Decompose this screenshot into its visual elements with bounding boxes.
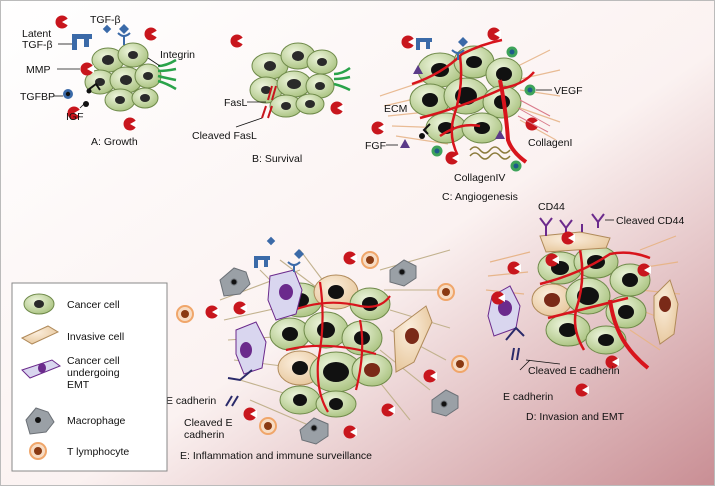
label-ecm: ECM xyxy=(384,103,407,115)
label-fgf: FGF xyxy=(365,140,386,152)
label-cleaved-fasl: Cleaved FasL xyxy=(192,130,257,142)
legend-label-macrophage: Macrophage xyxy=(67,415,126,427)
t-lymphocyte-icon xyxy=(176,251,469,435)
legend-emt-cell: Cancer cell undergoing EMT xyxy=(21,355,120,391)
legend-t-lymphocyte: T lymphocyte xyxy=(29,442,129,460)
panel-e-inflammation: E cadherin Cleaved E cadherin E: Inflamm… xyxy=(166,236,469,462)
vegf-icon xyxy=(431,46,536,172)
tgf-beta-receptor-icon xyxy=(117,24,131,45)
panel-c-cell-cluster xyxy=(409,45,523,144)
invasive-cell xyxy=(393,305,433,373)
label-cleaved-e-cadherin-d: Cleaved E cadherin xyxy=(528,365,620,377)
latent-tgf-beta-icon xyxy=(72,34,92,50)
label-integrin: Integrin xyxy=(160,49,195,61)
tgfbp-igf-icon xyxy=(63,82,101,107)
label-cd44: CD44 xyxy=(538,201,565,213)
panel-d-title: D: Invasion and EMT xyxy=(526,411,625,423)
tgf-beta-receptor-icon xyxy=(254,236,304,272)
macrophage-icon xyxy=(219,259,459,445)
integrin-icon xyxy=(333,66,351,92)
cd44-icon xyxy=(539,213,605,236)
legend-label-cancer-cell: Cancer cell xyxy=(67,299,120,311)
label-cadherin: cadherin xyxy=(184,429,224,441)
blood-vessels xyxy=(411,38,535,164)
label-mmp: MMP xyxy=(26,64,51,76)
e-cadherin-icon xyxy=(505,326,525,361)
label-e-cadherin-d: E cadherin xyxy=(503,391,553,403)
legend: Cancer cell Invasive cell Cancer cell un… xyxy=(11,282,168,472)
e-cadherin-icon xyxy=(225,369,253,407)
label-latent-tgf-beta: TGF-β xyxy=(22,39,53,51)
panel-e-title: E: Inflammation and immune surveillance xyxy=(180,450,372,462)
label-e-cadherin-e: E cadherin xyxy=(166,395,216,407)
label-collagen-i: CollagenI xyxy=(528,137,572,149)
legend-label-emt-1: Cancer cell xyxy=(67,355,120,367)
label-latent: Latent xyxy=(22,28,51,40)
collagen-i-fibers xyxy=(517,99,551,133)
legend-macrophage: Macrophage xyxy=(25,407,126,435)
legend-label-invasive-cell: Invasive cell xyxy=(67,331,124,343)
fgf-receptor-icon xyxy=(419,123,431,139)
legend-label-t-lymphocyte: T lymphocyte xyxy=(67,446,129,458)
panel-a-title: A: Growth xyxy=(91,136,138,148)
panel-b-survival: FasL Cleaved FasL B: Survival xyxy=(192,34,351,165)
label-cleaved-cd44: Cleaved CD44 xyxy=(616,215,684,227)
legend-label-emt-2: undergoing xyxy=(67,367,120,379)
blood-vessels xyxy=(539,249,651,370)
legend-cancer-cell: Cancer cell xyxy=(23,293,120,315)
panel-a-cell-cluster xyxy=(84,42,162,112)
blood-vessels xyxy=(279,281,391,413)
panel-c-title: C: Angiogenesis xyxy=(442,191,518,203)
panel-a-growth: Latent TGF-β TGF-β Integrin MMP TGFBP IG… xyxy=(20,14,195,148)
label-fasl: FasL xyxy=(224,97,248,109)
fasl-icon xyxy=(261,85,277,119)
legend-label-emt-3: EMT xyxy=(67,379,90,391)
label-vegf: VEGF xyxy=(554,85,583,97)
tgf-beta-receptor-icon xyxy=(416,37,468,60)
fgf-icon xyxy=(400,65,505,148)
invasive-cell xyxy=(539,231,679,345)
label-tgf-beta: TGF-β xyxy=(90,14,121,26)
legend-invasive-cell: Invasive cell xyxy=(20,325,124,345)
panel-b-title: B: Survival xyxy=(252,153,302,165)
label-tgfbp: TGFBP xyxy=(20,91,55,103)
panel-c-angiogenesis: ECM VEGF FGF CollagenI CollagenIV C: Ang… xyxy=(365,27,583,203)
label-collagen-iv: CollagenIV xyxy=(454,172,505,184)
emt-cell xyxy=(235,269,303,375)
label-cleaved-e: Cleaved E xyxy=(184,417,232,429)
panel-d-invasion-emt: CD44 Cleaved CD44 Cleaved E cadherin E c… xyxy=(485,201,684,423)
collagen-iv-fibers xyxy=(469,146,511,160)
label-igf: IGF xyxy=(66,111,84,123)
